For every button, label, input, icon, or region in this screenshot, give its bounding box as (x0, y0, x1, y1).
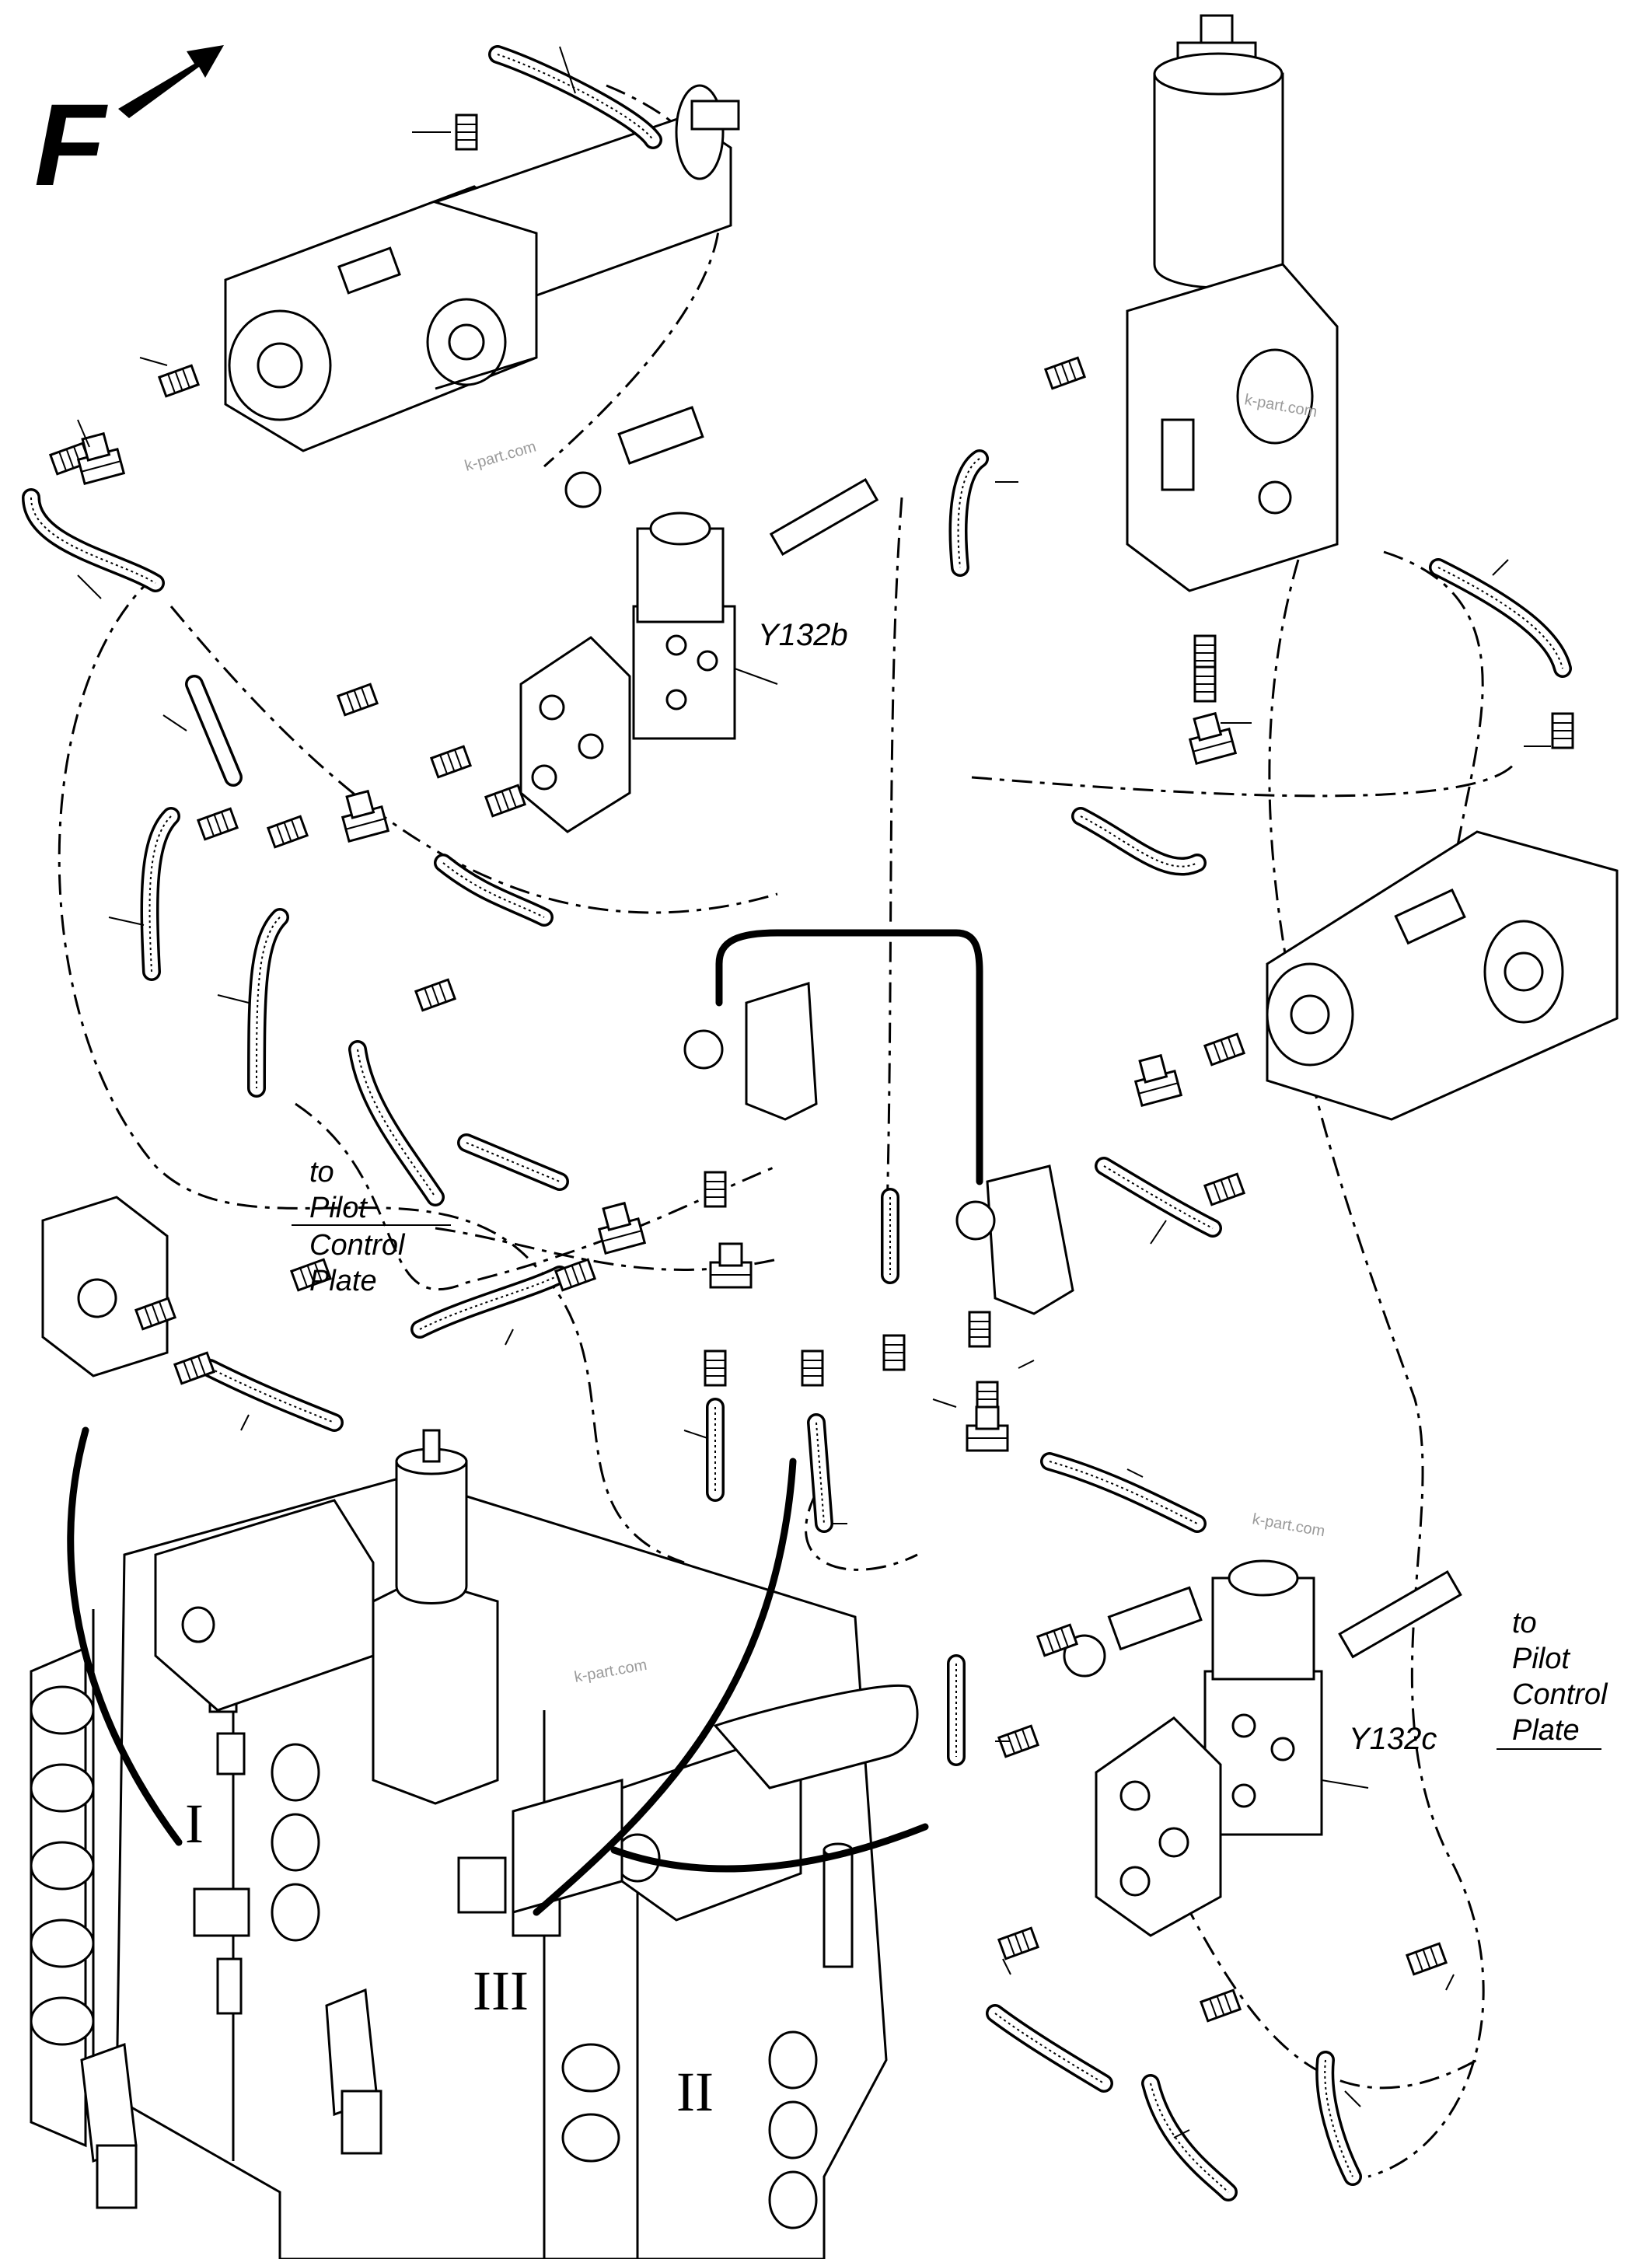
pilot-note-left-line-1: to (309, 1156, 334, 1189)
direction-arrow-icon (118, 45, 224, 118)
section-label-1: I (185, 1793, 204, 1855)
pilot-note-right-line-1: to (1512, 1607, 1537, 1639)
valve-y132c-label: Y132c (1349, 1722, 1437, 1756)
solenoid-valve-y132b: Y132b (519, 406, 879, 833)
section-label-3: III (473, 1960, 529, 2022)
pilot-note-right-line-3: Control (1512, 1678, 1608, 1711)
pilot-note-left-line-4: Plate (309, 1265, 377, 1297)
pilot-note-left-line-3: Control (309, 1229, 406, 1262)
pump-top-left (224, 84, 740, 452)
valve-blocks (41, 981, 1074, 1377)
pilot-tube (715, 929, 983, 1185)
pilot-note-left-line-2: Pilot (309, 1192, 368, 1224)
pilot-note-right: to Pilot Control Plate (1497, 1607, 1608, 1750)
solenoid-valve-y132c: Y132c (1063, 1559, 1462, 1937)
pilot-note-left: to Pilot Control Plate (292, 1156, 451, 1297)
section-label-2: II (676, 2061, 714, 2123)
pressure-valve-top-right (1126, 14, 1339, 592)
watermark-1: k-part.com (463, 438, 538, 475)
direction-marker: F (34, 45, 224, 210)
viewing-arcs (67, 1426, 929, 1916)
hoses (22, 45, 1572, 2201)
pilot-note-right-line-2: Pilot (1512, 1643, 1570, 1675)
pump-mid-right (1266, 830, 1619, 1121)
direction-label: F (34, 79, 108, 210)
valve-y132b-label: Y132b (758, 618, 848, 652)
control-block-assembly: I II III (30, 1429, 919, 2259)
pilot-note-right-line-4: Plate (1512, 1714, 1580, 1747)
watermark-3: k-part.com (1251, 1510, 1326, 1540)
leader-lines (77, 46, 1551, 2139)
